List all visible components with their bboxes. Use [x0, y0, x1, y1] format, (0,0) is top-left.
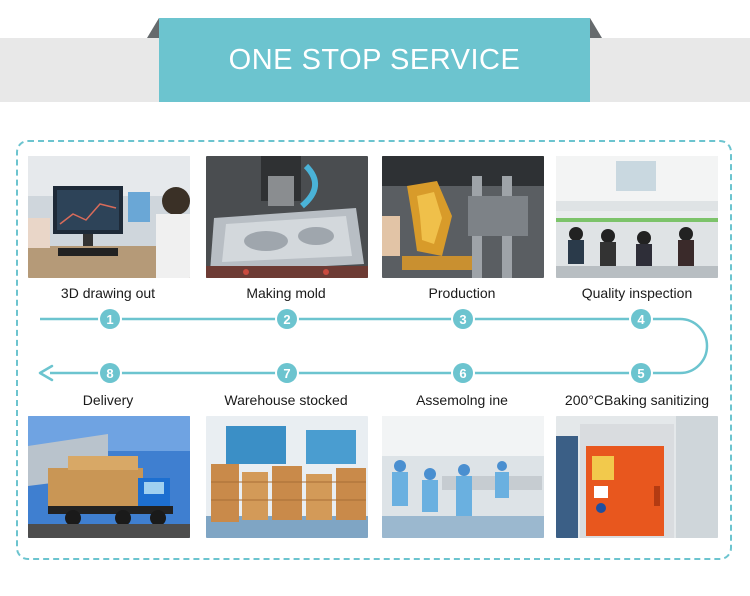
- step-label-5: 200°CBaking sanitizing: [564, 392, 710, 408]
- step-number-8: 8: [100, 363, 120, 383]
- step-label-7: Warehouse stocked: [224, 392, 348, 408]
- photo-3d-drawing: [28, 156, 190, 278]
- step-number-5: 5: [631, 363, 651, 383]
- step-number-1: 1: [100, 309, 120, 329]
- office-design-photo: [28, 156, 190, 278]
- photo-quality-inspection: [556, 156, 718, 278]
- assembly-line-photo: [382, 416, 544, 538]
- step-label-2: Making mold: [246, 285, 326, 301]
- step-number-3: 3: [453, 309, 473, 329]
- step-label-6: Assemolng ine: [416, 392, 508, 408]
- oven-photo: [556, 416, 718, 538]
- banner-fold-left: [147, 18, 159, 38]
- photo-warehouse: [206, 416, 368, 538]
- photo-baking-sanitizing: [556, 416, 718, 538]
- photo-delivery: [28, 416, 190, 538]
- step-label-1: 3D drawing out: [60, 285, 156, 301]
- step-label-8: Delivery: [82, 392, 134, 408]
- banner-fold-right: [590, 18, 602, 38]
- injection-machine-photo: [382, 156, 544, 278]
- inspection-line-photo: [556, 156, 718, 278]
- step-number-2: 2: [277, 309, 297, 329]
- warehouse-boxes-photo: [206, 416, 368, 538]
- step-number-6: 6: [453, 363, 473, 383]
- step-number-7: 7: [277, 363, 297, 383]
- page-title: ONE STOP SERVICE: [228, 43, 521, 76]
- process-frame: [16, 140, 732, 560]
- cnc-mold-photo: [206, 156, 368, 278]
- step-number-4: 4: [631, 309, 651, 329]
- photo-making-mold: [206, 156, 368, 278]
- header-banner: ONE STOP SERVICE: [159, 18, 590, 102]
- delivery-truck-photo: [28, 416, 190, 538]
- photo-production: [382, 156, 544, 278]
- step-label-3: Production: [428, 285, 496, 301]
- photo-assembly-line: [382, 416, 544, 538]
- step-label-4: Quality inspection: [581, 285, 693, 301]
